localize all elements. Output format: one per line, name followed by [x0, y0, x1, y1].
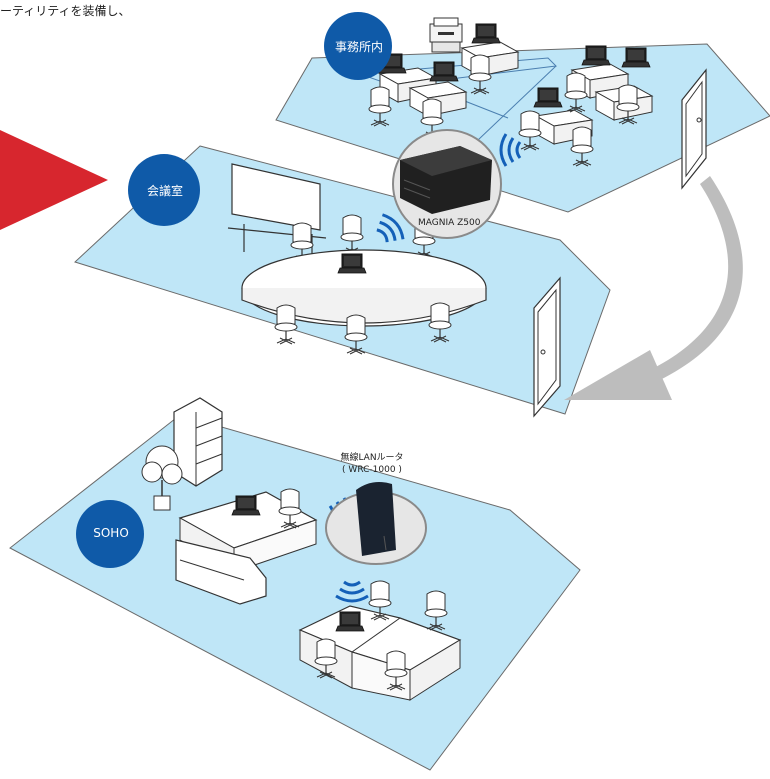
- header-text: ーティリティを装備し、: [0, 4, 131, 18]
- wifi-waves-icon: [335, 580, 369, 603]
- red-arrow-icon: [0, 130, 108, 230]
- soho-floor: [9, 414, 581, 771]
- door-icon: [533, 276, 561, 418]
- router-bubble: [325, 482, 427, 565]
- server-label: MAGNIA Z500: [418, 218, 481, 228]
- sofa-icon: [175, 539, 267, 605]
- curved-arrow-icon: [564, 176, 743, 400]
- router-label-line2: ( WRC-1000 ): [342, 465, 402, 475]
- office-badge: [324, 12, 392, 80]
- wifi-waves-icon: [376, 213, 405, 243]
- office-badge-label: 事務所内: [334, 40, 383, 54]
- meeting-badge-label: 会議室: [146, 184, 183, 198]
- plant-icon: [141, 445, 183, 511]
- soho-badge-label: SOHO: [93, 526, 129, 540]
- laptop-icon: [337, 253, 367, 274]
- bookshelf-icon: [173, 397, 223, 487]
- soho-badge: [76, 500, 144, 568]
- server-bubble: [392, 129, 502, 239]
- meeting-badge: [128, 154, 200, 226]
- door-icon: [681, 68, 707, 190]
- router-label-line1: 無線LANルータ: [340, 453, 404, 463]
- meeting-table: [241, 249, 487, 327]
- printer-icon: [429, 17, 463, 53]
